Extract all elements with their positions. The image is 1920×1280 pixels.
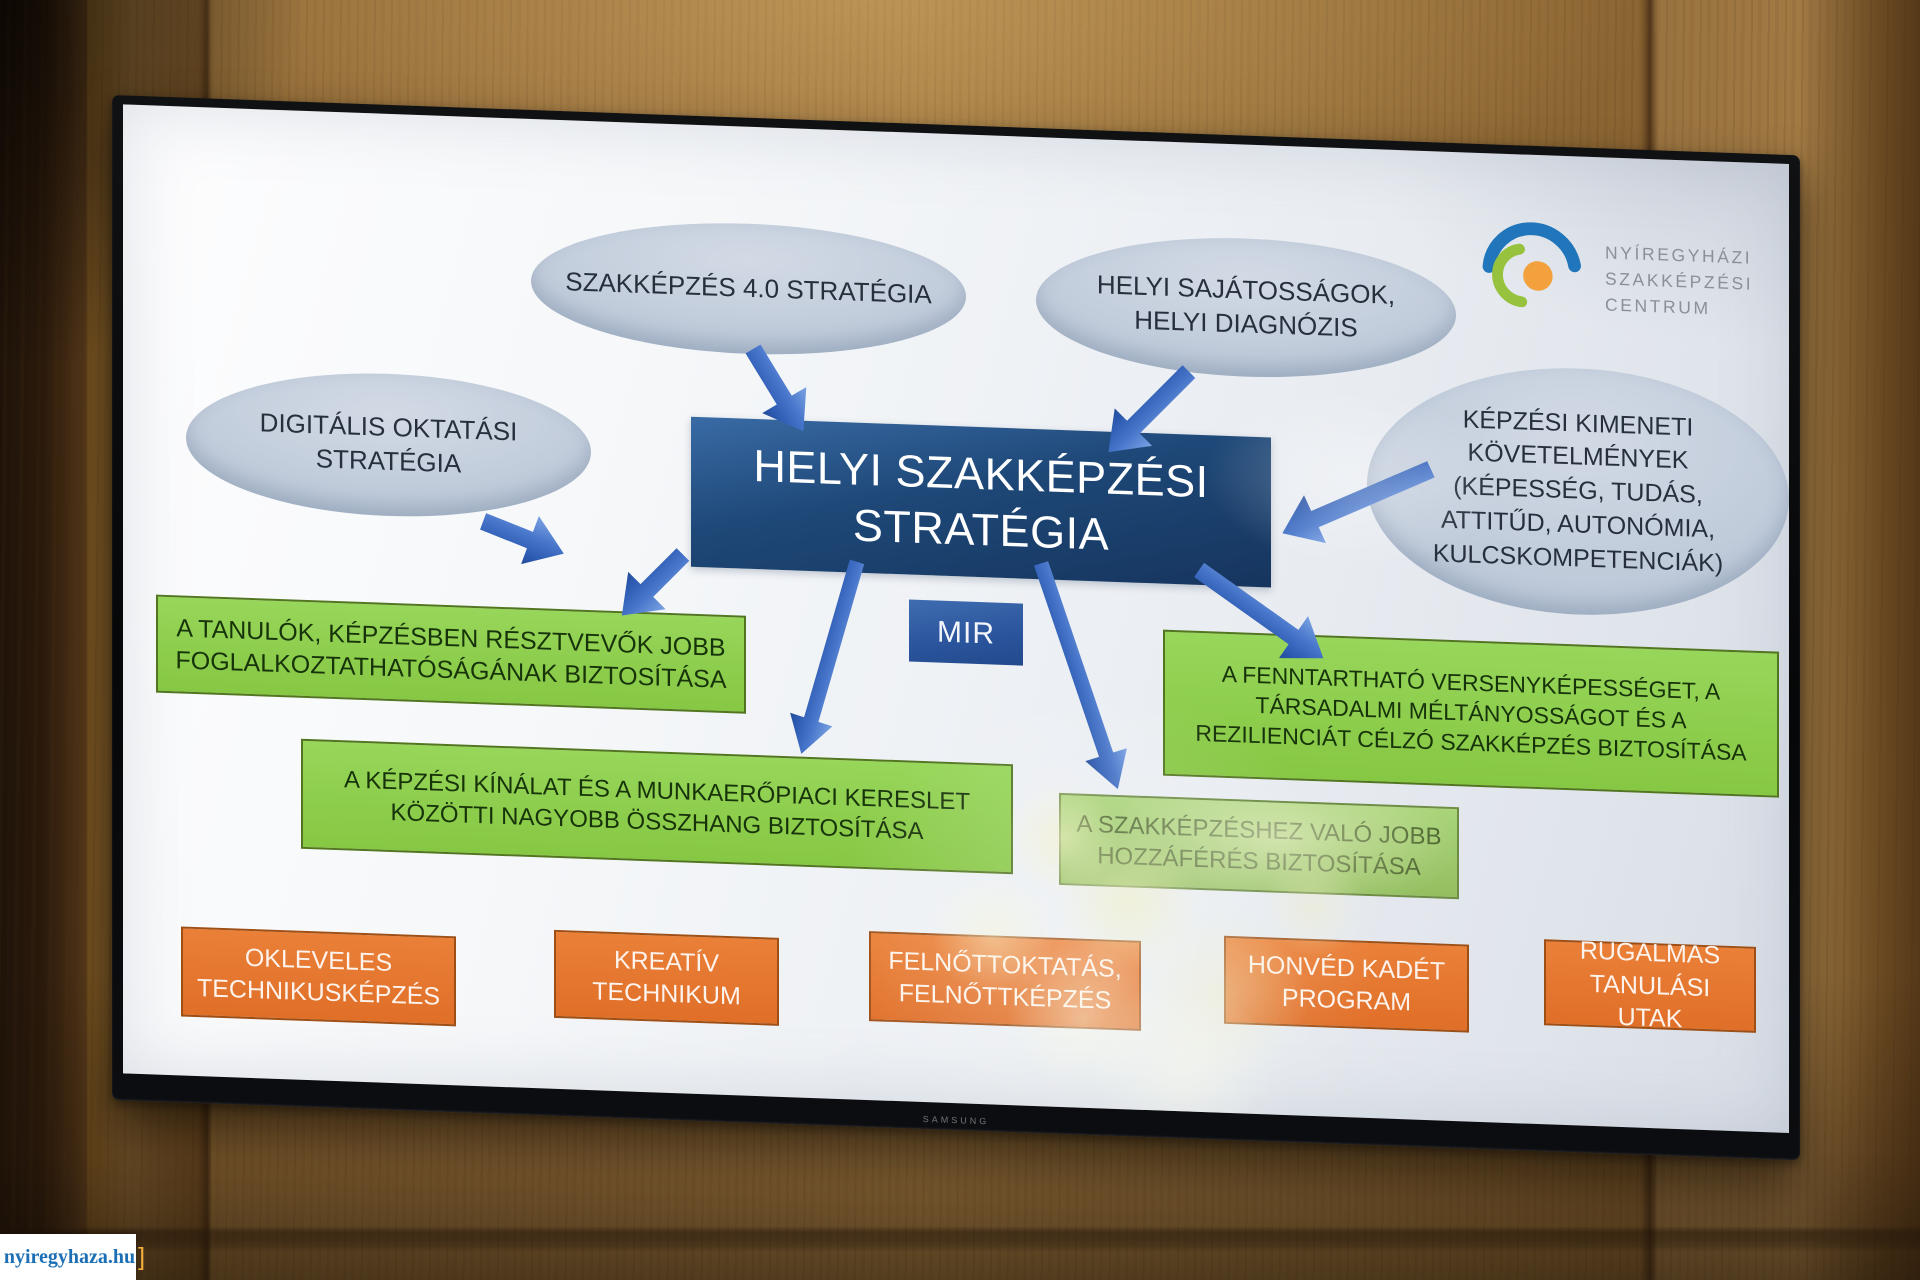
program-box-felnottoktatas: FELNŐTTOKTATÁS, FELNŐTTKÉPZÉS	[869, 931, 1141, 1031]
watermark-site-name: nyiregyhaza.hu	[3, 1245, 136, 1268]
arrow-center-to-hozzaferes	[1020, 557, 1138, 796]
center-strategy-label: HELYI SZAKKÉPZÉSI STRATÉGIA	[753, 439, 1209, 560]
ellipse-label: HELYI SAJÁTOSSÁGOK, HELYI DIAGNÓZIS	[1096, 269, 1396, 343]
goal-label: A FENNTARTHATÓ VERSENYKÉPESSÉGET, A TÁRS…	[1195, 660, 1747, 766]
program-label: OKLEVELES TECHNIKUSKÉPZÉS	[196, 943, 441, 1011]
program-box-okleveles: OKLEVELES TECHNIKUSKÉPZÉS	[181, 926, 456, 1027]
watermark-badge: [ nyiregyhaza.hu ]	[0, 1234, 145, 1280]
program-box-kreativ: KREATÍV TECHNIKUM	[554, 929, 779, 1026]
screen-reflections	[123, 104, 1789, 1134]
goal-label: A SZAKKÉPZÉSHEZ VALÓ JOBB HOZZÁFÉRÉS BIZ…	[1076, 810, 1442, 881]
mir-label: MIR	[937, 615, 995, 651]
ellipse-szakkepzes-40: SZAKKÉPZÉS 4.0 STRATÉGIA	[531, 215, 966, 362]
goal-box-foglalkoztathatosag: A TANULÓK, KÉPZÉSBEN RÉSZTVEVŐK JOBB FOG…	[156, 594, 746, 714]
ellipse-digitalis-oktatasi: DIGITÁLIS OKTATÁSI STRATÉGIA	[186, 366, 591, 524]
ellipse-label: DIGITÁLIS OKTATÁSI STRATÉGIA	[259, 407, 518, 479]
watermark-bracket-right: ]	[138, 1242, 146, 1271]
program-label: RUGALMAS TANULÁSI UTAK	[1579, 936, 1721, 1034]
tv-frame: SZAKKÉPZÉS 4.0 STRATÉGIA HELYI SAJÁTOSSÁ…	[112, 95, 1800, 1161]
program-box-honved: HONVÉD KADÉT PROGRAM	[1224, 935, 1469, 1033]
centrum-logo-text: NYÍREGYHÁZI SZAKKÉPZÉSI CENTRUM	[1605, 239, 1789, 324]
logo-line-3: CENTRUM	[1605, 294, 1711, 319]
goal-box-osszhang: A KÉPZÉSI KÍNÁLAT ÉS A MUNKAERŐPIACI KER…	[301, 738, 1013, 875]
tv-brand-label: SAMSUNG	[922, 1114, 990, 1127]
program-label: FELNŐTTOKTATÁS, FELNŐTTKÉPZÉS	[888, 946, 1122, 1015]
center-strategy-box: HELYI SZAKKÉPZÉSI STRATÉGIA	[691, 416, 1271, 588]
program-label: KREATÍV TECHNIKUM	[592, 945, 741, 1011]
goal-label: A KÉPZÉSI KÍNÁLAT ÉS A MUNKAERŐPIACI KER…	[344, 766, 970, 846]
ellipse-kepzesi-kimeneti: KÉPZÉSI KIMENETI KÖVETELMÉNYEK (KÉPESSÉG…	[1367, 360, 1789, 623]
goal-box-hozzaferes: A SZAKKÉPZÉSHEZ VALÓ JOBB HOZZÁFÉRÉS BIZ…	[1059, 792, 1459, 900]
arrow-center-to-osszhang	[780, 555, 878, 761]
ellipse-label: SZAKKÉPZÉS 4.0 STRATÉGIA	[565, 266, 932, 310]
goal-label: A TANULÓK, KÉPZÉSBEN RÉSZTVEVŐK JOBB FOG…	[175, 613, 727, 694]
program-label: HONVÉD KADÉT PROGRAM	[1247, 950, 1446, 1017]
goal-box-fenntarthato: A FENNTARTHATÓ VERSENYKÉPESSÉGET, A TÁRS…	[1163, 629, 1779, 798]
centrum-logo-icon	[1482, 222, 1581, 308]
ellipse-helyi-sajatossagok: HELYI SAJÁTOSSÁGOK, HELYI DIAGNÓZIS	[1036, 231, 1456, 385]
presentation-slide: SZAKKÉPZÉS 4.0 STRATÉGIA HELYI SAJÁTOSSÁ…	[123, 104, 1789, 1134]
ellipse-label: KÉPZÉSI KIMENETI KÖVETELMÉNYEK (KÉPESSÉG…	[1432, 404, 1724, 578]
mir-box: MIR	[909, 599, 1023, 666]
program-box-rugalmas: RUGALMAS TANULÁSI UTAK	[1544, 937, 1756, 1033]
